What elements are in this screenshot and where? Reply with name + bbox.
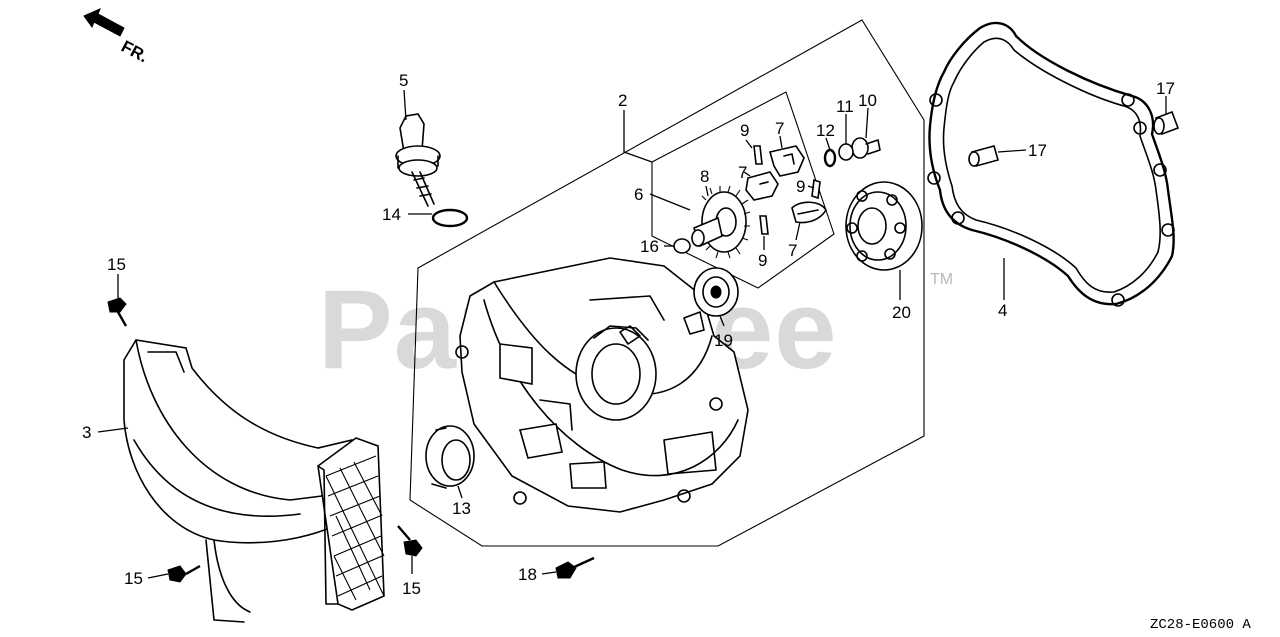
part-9-pin-top	[753, 145, 763, 165]
part-10-bolt	[851, 137, 881, 159]
part-3-shroud	[123, 339, 385, 623]
part-13-oil-seal	[425, 425, 475, 489]
callout-18: 18	[518, 565, 537, 584]
callout-11: 11	[836, 97, 854, 116]
diagram-code: ZC28-E0600 A	[1150, 617, 1251, 633]
callout-12: 12	[816, 121, 835, 140]
part-18-bolt	[555, 556, 595, 579]
part-8-governor-gear	[691, 185, 751, 259]
part-14-o-ring	[431, 208, 469, 228]
callout-4: 4	[998, 301, 1007, 320]
part-2-crankcase-cover	[455, 257, 749, 513]
callout-3: 3	[82, 423, 91, 442]
direction-arrow-icon: FR.	[83, 8, 151, 67]
part-11-washer	[838, 143, 854, 161]
part-15-bolt-top	[107, 297, 128, 327]
part-9-pin-right	[811, 178, 821, 200]
part-19-bearing	[693, 267, 739, 317]
part-12-spring-washer	[823, 148, 837, 168]
part-17-dowel-pin-lower	[968, 145, 999, 167]
callout-5: 5	[399, 71, 408, 90]
part-7-governor-arm-bottom	[791, 201, 827, 224]
part-4-gasket	[927, 21, 1175, 307]
callout-7-middle: 7	[738, 163, 747, 182]
watermark-trademark: TM	[930, 271, 953, 288]
callout-15-bottom-left: 15	[124, 569, 143, 588]
callout-13: 13	[452, 499, 471, 518]
callout-15-bottom-right: 15	[402, 579, 421, 598]
callout-19: 19	[714, 331, 733, 350]
callout-9-top: 9	[740, 121, 749, 140]
callout-7-top: 7	[775, 119, 784, 138]
callout-16: 16	[640, 237, 659, 256]
part-16-washer	[673, 238, 691, 254]
part-7-governor-arm-middle	[745, 171, 779, 201]
callout-9-right: 9	[796, 177, 805, 196]
callout-8: 8	[700, 167, 709, 186]
callout-2: 2	[618, 91, 627, 110]
grille-mesh	[325, 455, 385, 601]
callout-20: 20	[892, 303, 911, 322]
part-15-bolt-bottom-right	[397, 525, 423, 557]
callout-10: 10	[858, 91, 877, 110]
part-15-bolt-bottom-left	[167, 564, 201, 583]
part-17-dowel-pin-upper	[1153, 110, 1180, 136]
callout-17-upper: 17	[1156, 79, 1175, 98]
leader-lines	[97, 89, 1167, 579]
callout-15-top: 15	[107, 255, 126, 274]
part-7-governor-arm-top	[768, 145, 805, 177]
callout-14: 14	[382, 205, 401, 224]
callout-7-bottom: 7	[788, 241, 797, 260]
governor-subassembly-boundary	[651, 91, 835, 289]
group-boundary	[409, 19, 925, 547]
callout-9-bottom: 9	[758, 251, 767, 270]
part-20-ball-bearing	[845, 181, 923, 271]
part-9-pin-bottom	[759, 215, 769, 235]
part-5-oil-filler-cap	[395, 113, 441, 207]
callout-17-lower: 17	[1028, 141, 1047, 160]
callout-labels: 2 3 4 5 6 7 7 7 8 9 9 9 10 11 12 13 14 1…	[82, 71, 1175, 598]
direction-label: FR.	[118, 37, 151, 67]
callout-6: 6	[634, 185, 643, 204]
